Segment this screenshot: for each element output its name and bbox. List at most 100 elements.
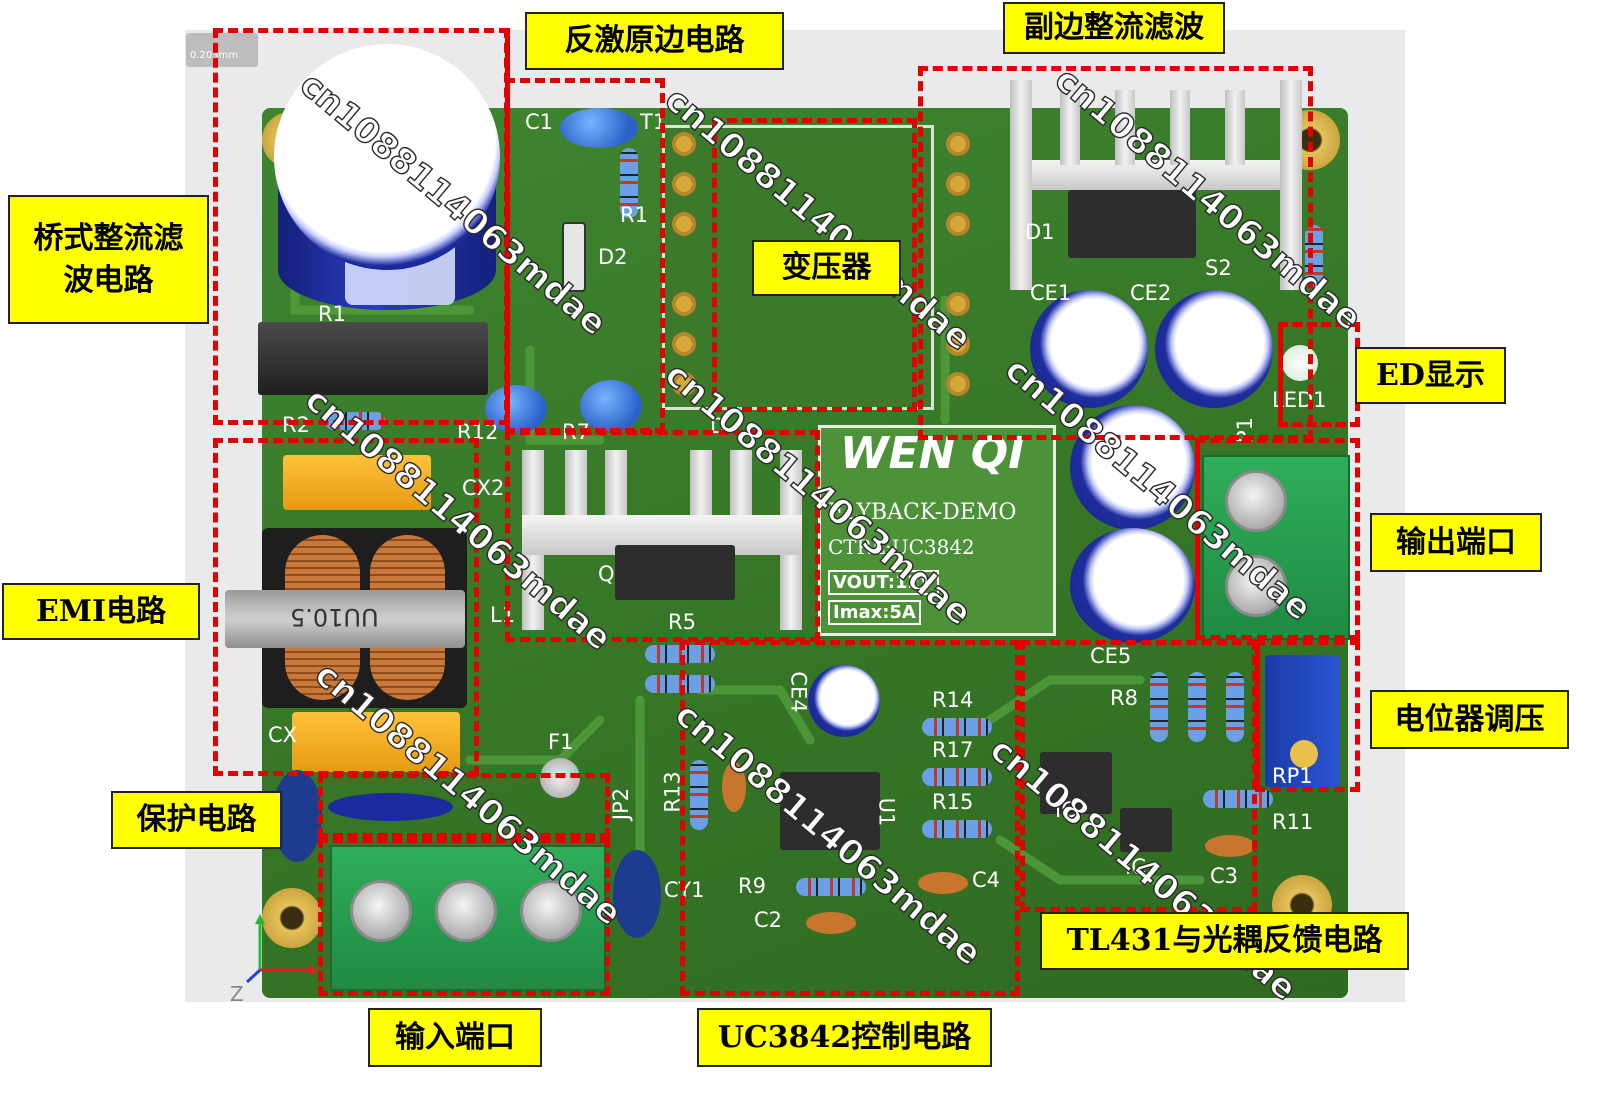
zone-potentiometer [1255,640,1360,792]
label-text: 反激原边电路 [564,23,745,58]
heatsink-q1-fin [730,450,752,520]
capacitor-timing [722,762,746,812]
transformer-pad [946,172,970,196]
silk-rp1: RP1 [1272,764,1313,788]
trace [525,345,605,445]
silk-q1: Q [598,562,615,586]
heatsink-q1-fin [605,450,627,520]
label-text: UC3842控制电路 [717,1019,972,1055]
resistor-r1-primary [620,148,638,218]
silk-ic-a: IC [1055,798,1076,822]
silk-ce1: CE1 [1030,281,1072,305]
bulk-capacitor-top [274,44,500,270]
potentiometer-knob [1290,740,1318,768]
transformer-pad [672,172,696,196]
mosfet-q1 [615,545,735,600]
silk-r14: R14 [932,688,974,712]
silk-c2: C2 [754,908,783,932]
silk-r1-bridge: R1 [318,302,346,326]
silk-c4: C4 [972,868,1001,892]
heatsink-q1-fin [565,450,587,520]
zone-uc3842 [680,640,1020,996]
axis-label: Z [230,982,244,1006]
silk-r1-primary: R1 [620,203,648,227]
capacitor-c2 [806,912,856,934]
silk-c3: C3 [1210,864,1239,888]
x-capacitor-cx [292,712,460,772]
transformer-pad [672,372,696,396]
y-capacitor-cy1 [613,850,661,938]
label-bridge-rectifier: 桥式整流滤 波电路 [8,195,209,324]
output-screw-2 [1225,555,1287,617]
zone-led [1278,322,1360,427]
heatsink-d1-fin [1280,80,1302,290]
tl431-ic [1120,808,1172,852]
silk-ce2: CE2 [1130,281,1172,305]
resistor-r9 [796,878,866,896]
output-screw-1 [1225,470,1287,532]
silk-s2: S2 [1205,256,1232,280]
transformer-pad [946,372,970,396]
silk-f1: F1 [548,730,574,754]
transformer-pad [946,132,970,156]
label-led-display: ED显示 [1355,347,1506,404]
capacitor-ce1 [1030,290,1148,408]
label-tl431-feedback: TL431与光耦反馈电路 [1040,912,1409,970]
silk-l1: L1 [490,603,516,627]
axis-triad-icon [245,914,319,984]
label-input-port: 输入端口 [368,1008,542,1067]
transformer-pad [672,332,696,356]
capacitor-r12-side [485,385,547,433]
zone-transformer [712,118,917,412]
trace [695,685,815,745]
trace [465,715,605,765]
trace [985,675,1145,725]
rectifier-diode-d1 [1068,190,1196,258]
silk-r15: R15 [932,790,974,814]
measure-badge [186,33,258,67]
resistor-r14 [922,718,992,736]
input-screw-3 [520,880,582,942]
resistor-r8-a [1150,672,1168,742]
label-potentiometer: 电位器调压 [1370,690,1569,749]
label-output-port: 输出端口 [1370,513,1542,572]
silk-r8: R8 [1110,686,1138,710]
capacitor-ce3 [1070,405,1195,530]
zone-protection [318,773,610,838]
silk-r2: R2 [282,413,310,437]
brand-vout: VOUT:12V [828,570,940,595]
input-screw-2 [435,880,497,942]
silk-ce5: CE5 [1090,644,1132,668]
capacitor-ce4 [808,665,880,737]
zone-secondary-rectifier [918,66,1313,440]
resistor-r8-c [1226,672,1244,742]
transformer-pad [946,212,970,236]
fuse-f1 [328,793,453,821]
divider-line [1255,640,1260,792]
transformer-pad [946,292,970,316]
brand-project: FLYBACK-DEMO [828,500,1017,525]
silk-cx2: CX2 [462,476,505,500]
heatsink-d1-fin [1115,90,1135,165]
label-transformer: 变压器 [752,240,901,296]
zone-tl431 [1020,640,1257,912]
transformer-pad [946,332,970,356]
capacitor-ce-lower [1070,528,1195,643]
zone-flyback-primary-lower [505,430,820,642]
heatsink-d1-fin [1170,90,1190,165]
capacitor-r7-side [580,380,642,432]
heatsink-d1-fin [1010,80,1032,290]
varistor [540,758,580,798]
label-text: 副边整流滤波 [1024,10,1204,45]
silk-r5: R5 [668,610,696,634]
diode-d2 [562,222,586,292]
brand-ctrl: CTRL:UC3842 [828,535,975,559]
transformer-pad [672,132,696,156]
heatsink-d1-fin [1060,90,1080,165]
label-text: 保护电路 [136,802,257,837]
divider-line [1278,322,1283,427]
heatsink-d1-plate [1015,160,1300,190]
silk-r9: R9 [738,874,766,898]
label-text: ED显示 [1376,357,1485,393]
